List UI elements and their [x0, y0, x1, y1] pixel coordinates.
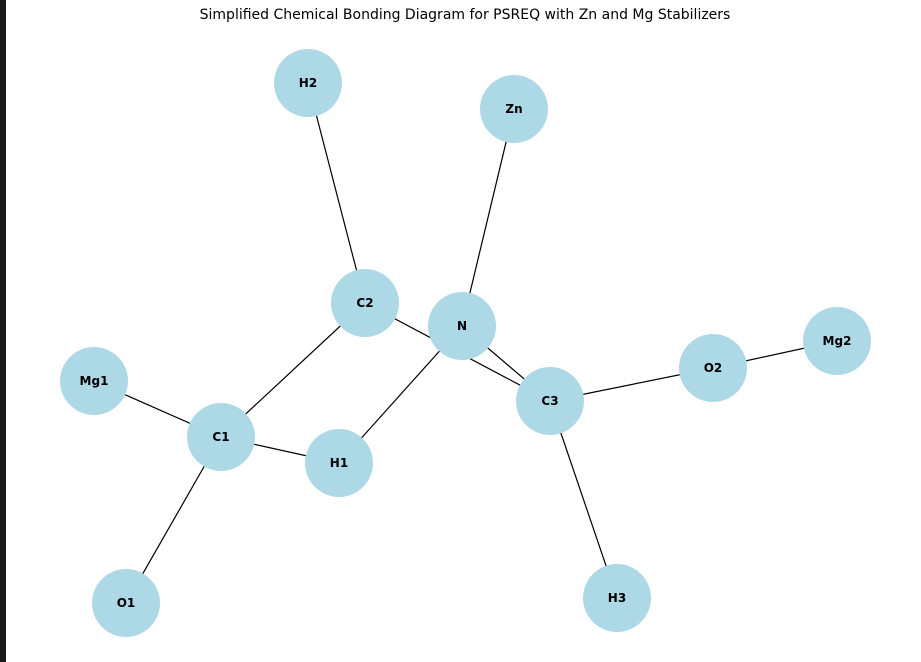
atom-node-mg2: Mg2 [803, 307, 871, 375]
atom-label: C3 [541, 394, 558, 408]
atom-label: O1 [117, 596, 136, 610]
atom-circle [480, 75, 548, 143]
bond-h2-c2 [307, 82, 366, 304]
atom-circle [679, 334, 747, 402]
diagram-title: Simplified Chemical Bonding Diagram for … [199, 7, 731, 23]
atom-circle [516, 367, 584, 435]
atom-node-o2: O2 [679, 334, 747, 402]
window-edge [0, 0, 6, 662]
atom-label: H2 [299, 76, 317, 90]
atom-node-o1: O1 [92, 569, 160, 637]
atom-label: Mg1 [80, 374, 109, 388]
atom-node-h1: H1 [305, 429, 373, 497]
atom-circle [92, 569, 160, 637]
atom-circle [428, 292, 496, 360]
atom-node-mg1: Mg1 [60, 347, 128, 415]
atom-circle [274, 49, 342, 117]
atom-node-zn: Zn [480, 75, 548, 143]
atom-circle [305, 429, 373, 497]
atom-node-h3: H3 [583, 564, 651, 632]
atom-label: Zn [505, 102, 522, 116]
atom-label: N [457, 319, 467, 333]
atom-label: O2 [704, 361, 723, 375]
atom-label: C2 [356, 296, 373, 310]
atom-circle [187, 403, 255, 471]
bond-zn-n [461, 108, 515, 327]
atom-circle [583, 564, 651, 632]
atom-label: C1 [212, 430, 229, 444]
atom-circle [803, 307, 871, 375]
atom-node-c3: C3 [516, 367, 584, 435]
atom-node-c1: C1 [187, 403, 255, 471]
atom-label: H1 [330, 456, 348, 470]
atom-node-c2: C2 [331, 269, 399, 337]
atom-circle [60, 347, 128, 415]
atom-label: H3 [608, 591, 626, 605]
atom-circle [331, 269, 399, 337]
atom-node-n: N [428, 292, 496, 360]
atom-node-h2: H2 [274, 49, 342, 117]
atom-label: Mg2 [823, 334, 852, 348]
bond-c3-h3 [549, 400, 618, 599]
